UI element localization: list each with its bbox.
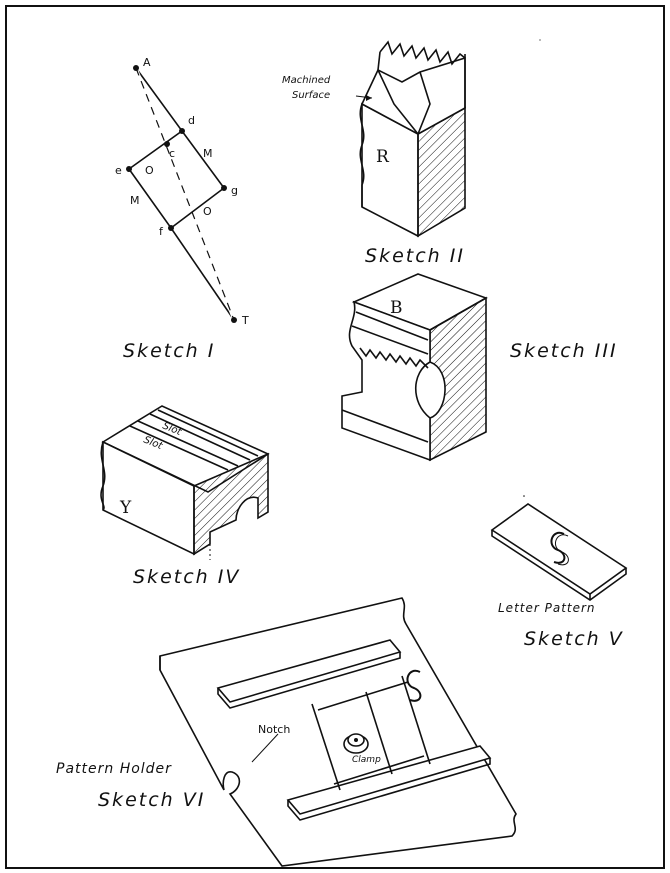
- sketch-3-caption: Sketch III: [510, 340, 618, 362]
- sketch-4-block: [100, 405, 270, 560]
- sketch-5-caption: Sketch V: [524, 628, 624, 650]
- machined-label-1: Machined: [282, 75, 331, 86]
- point-t-label: T: [241, 314, 249, 327]
- point-c-label: c: [169, 147, 175, 160]
- machined-label-2: Surface: [292, 90, 330, 101]
- notch-label: Notch: [258, 723, 290, 736]
- point-a-label: A: [143, 56, 151, 69]
- point-m-label: M: [203, 147, 213, 160]
- letter-pattern-plate: [490, 503, 628, 601]
- sketch-4-caption: Sketch IV: [133, 566, 240, 588]
- sketch-6-caption: Sketch VI: [98, 789, 205, 811]
- sketch-2-block: [355, 40, 466, 238]
- point-e-label: e: [115, 164, 122, 177]
- page-border: [5, 5, 665, 869]
- point-o-prime-label: O: [203, 205, 212, 218]
- block-b-label: B: [390, 298, 403, 318]
- clamp-label: Clamp: [352, 755, 381, 765]
- pattern-holder: [159, 597, 517, 867]
- point-m-prime-label: M: [130, 194, 140, 207]
- sketch-3-block: [341, 273, 488, 462]
- point-o-label: O: [145, 164, 154, 177]
- block-r-label: R: [376, 147, 390, 167]
- block-y-label: Y: [119, 498, 132, 518]
- point-f-label: f: [159, 225, 164, 238]
- pattern-holder-caption: Pattern Holder: [56, 761, 172, 777]
- sketch-1-diagram: [126, 65, 237, 323]
- point-d-label: d: [188, 114, 195, 127]
- point-g-label: g: [231, 184, 238, 197]
- sketch-2-caption: Sketch II: [365, 245, 465, 267]
- sketch-1-caption: Sketch I: [123, 340, 215, 362]
- letter-pattern-caption: Letter Pattern: [498, 601, 596, 615]
